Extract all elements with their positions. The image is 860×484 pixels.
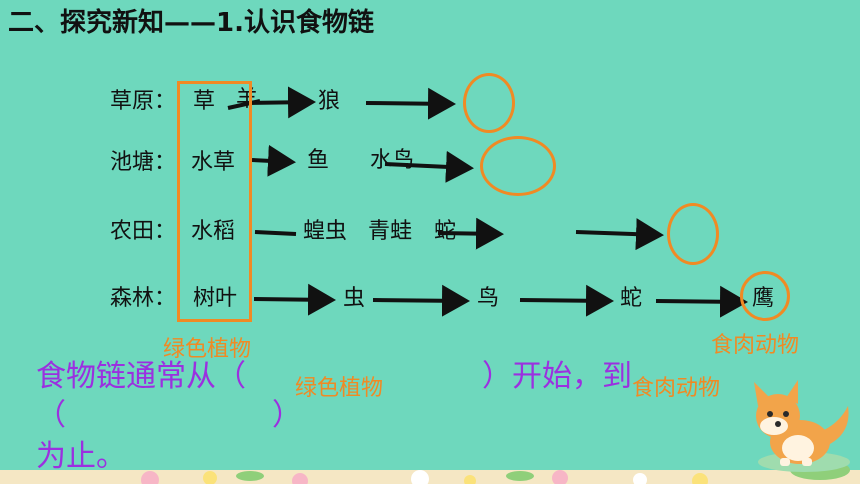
organism-fish: 鱼 [307,148,330,173]
place-label-pond: 池塘： [110,150,177,175]
organism-rice: 水稻 [191,219,236,244]
arrow-bird-snake [519,284,614,317]
organism-bird: 鸟 [477,286,500,311]
arrow-fish-bird [384,150,474,183]
fox-illustration-icon [754,380,850,472]
arrow-leaf-insect [253,283,336,316]
flower-border-icon [0,460,860,484]
organism-sheep: 羊 [236,87,259,112]
arrow-weed-fish [251,144,296,177]
place-label-forest: 森林： [110,286,177,311]
organism-waterbird: 水鸟 [370,148,415,173]
sentence-part2: ）开始，到 [482,359,632,394]
arrow-wolf-unknown [365,87,456,120]
arrow-insect-bird [372,284,470,317]
arrow-snake-unknown-a [437,217,504,250]
arrow-snake-unknown-b [575,218,664,251]
producer-highlight-box [177,81,252,322]
place-label-grassland: 草原： [110,89,177,114]
arrow-rice-locust [254,230,297,236]
sentence-fill-green-plants: 绿色植物 [295,376,384,401]
organism-wolf: 狼 [318,89,341,114]
sentence-part1: 食物链通常从（ [36,359,246,394]
sentence-close-paren: ） [272,398,302,433]
blank-circle-farmland [667,203,719,265]
sentence-part3: 为止。 [36,439,126,474]
organism-waterweed: 水草 [191,150,236,175]
sentence-open-paren: （ [36,398,66,433]
blank-circle-pond [480,136,556,196]
sentence-fill-carnivores: 食肉动物 [632,376,721,401]
eagle-circle [740,271,790,321]
organism-grass: 草 [193,89,216,114]
organism-snake-farm: 蛇 [434,219,457,244]
slide-title: 二、探究新知——1.认识食物链 [8,8,374,38]
organism-locust: 蝗虫 [303,219,348,244]
arrow-sheep-wolf [245,86,316,119]
blank-circle-grassland [463,73,515,133]
label-carnivores: 食肉动物 [711,333,800,358]
place-label-farmland: 农田： [110,219,177,244]
organism-frog: 青蛙 [368,219,413,244]
organism-insect: 虫 [343,286,366,311]
arrow-snake-eagle [655,285,748,318]
organism-leaf: 树叶 [193,286,238,311]
label-green-plants: 绿色植物 [163,337,252,362]
organism-snake-forest: 蛇 [620,286,643,311]
